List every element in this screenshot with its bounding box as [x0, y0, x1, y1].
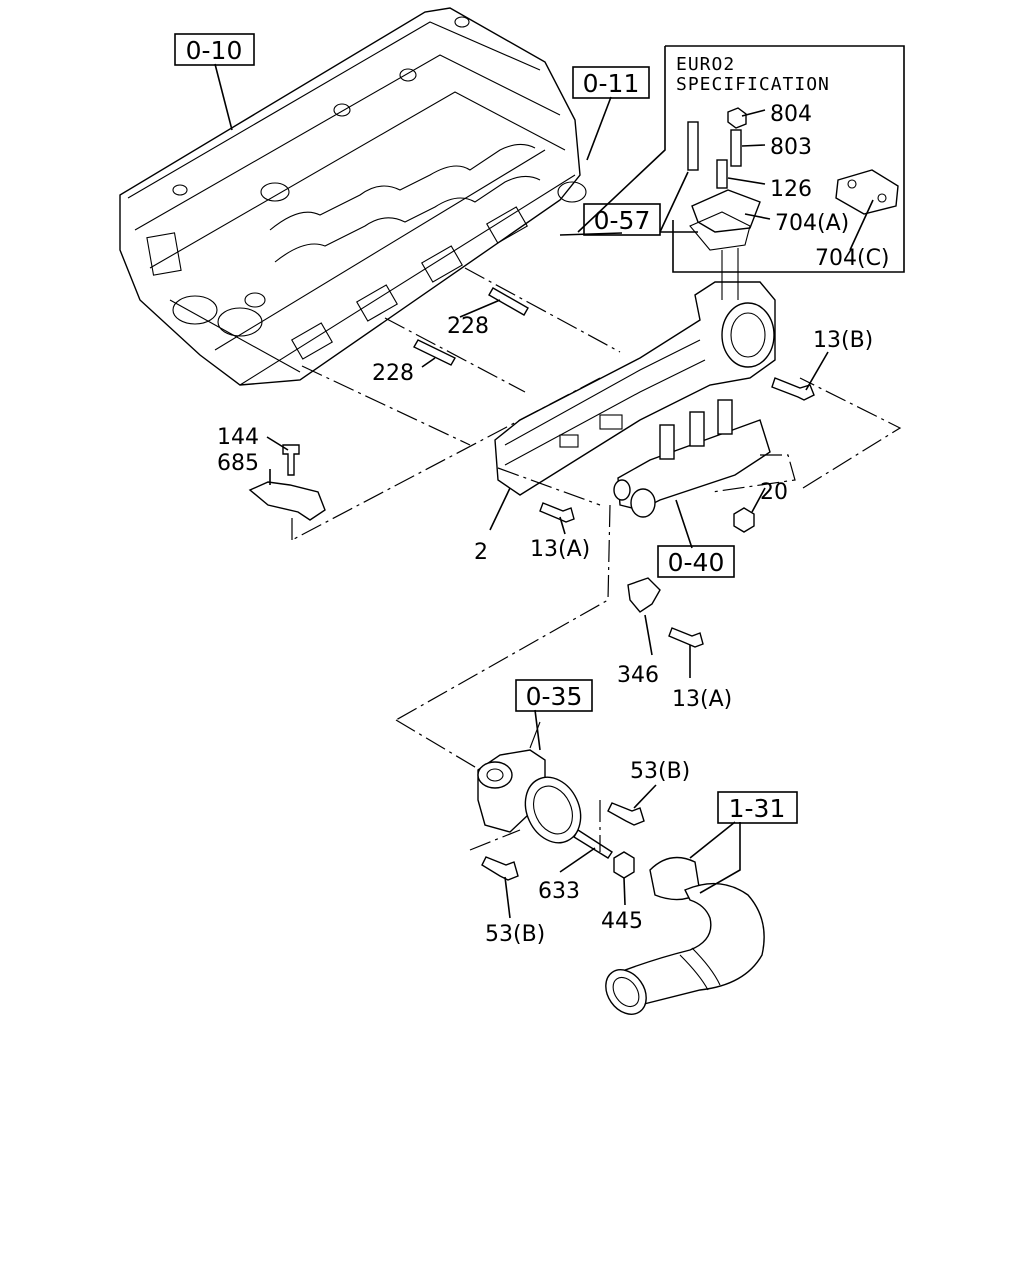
ref-box-egr[interactable]: 0-57	[583, 203, 661, 236]
throttle-body	[477, 721, 582, 844]
callout-228-lower[interactable]: 228	[372, 361, 414, 386]
ref-box-hose[interactable]: 1-31	[717, 791, 798, 824]
callout-53b-right[interactable]: 53(B)	[630, 759, 690, 784]
callout-803[interactable]: 803	[770, 135, 812, 160]
ref-label-manifold: 0-40	[668, 548, 725, 577]
callout-20[interactable]: 20	[760, 480, 788, 505]
ref-label-head: 0-10	[186, 36, 243, 65]
ref-label-cover: 0-11	[583, 69, 640, 98]
callout-13a-upper[interactable]: 13(A)	[530, 537, 590, 562]
callout-53b-bottom[interactable]: 53(B)	[485, 922, 545, 947]
ref-label-egr: 0-57	[594, 206, 651, 235]
spec-line2: SPECIFICATION	[676, 74, 830, 95]
ref-box-head[interactable]: 0-10	[174, 33, 255, 66]
callout-144[interactable]: 144	[217, 425, 259, 450]
callout-13b[interactable]: 13(B)	[813, 328, 873, 353]
ref-label-throttle: 0-35	[526, 682, 583, 711]
callout-13a-lower[interactable]: 13(A)	[672, 687, 732, 712]
ref-box-manifold[interactable]: 0-40	[657, 545, 735, 578]
callout-346[interactable]: 346	[617, 663, 659, 688]
ref-box-throttle[interactable]: 0-35	[515, 679, 593, 712]
leader-lines	[214, 63, 874, 919]
callout-2[interactable]: 2	[474, 540, 488, 565]
callout-228-upper[interactable]: 228	[447, 314, 489, 339]
hardware	[248, 287, 815, 881]
callout-126[interactable]: 126	[770, 177, 812, 202]
callout-804[interactable]: 804	[770, 102, 812, 127]
callout-704a[interactable]: 704(A)	[775, 211, 849, 236]
intake-hose	[605, 856, 765, 1015]
spec-line1: EURO2	[676, 54, 735, 75]
callout-445[interactable]: 445	[601, 909, 643, 934]
ref-box-cover[interactable]: 0-11	[572, 66, 650, 99]
callout-685[interactable]: 685	[217, 451, 259, 476]
ref-label-hose: 1-31	[729, 794, 786, 823]
assembly-lines	[291, 267, 902, 852]
intake-manifold	[494, 281, 776, 518]
callout-704c[interactable]: 704(C)	[815, 246, 890, 271]
callouts: 804 803 126 704(A) 704(C) 228 228 13(B) …	[217, 102, 890, 947]
cylinder-head	[119, 7, 587, 386]
euro2-parts	[687, 107, 899, 300]
callout-633[interactable]: 633	[538, 879, 580, 904]
